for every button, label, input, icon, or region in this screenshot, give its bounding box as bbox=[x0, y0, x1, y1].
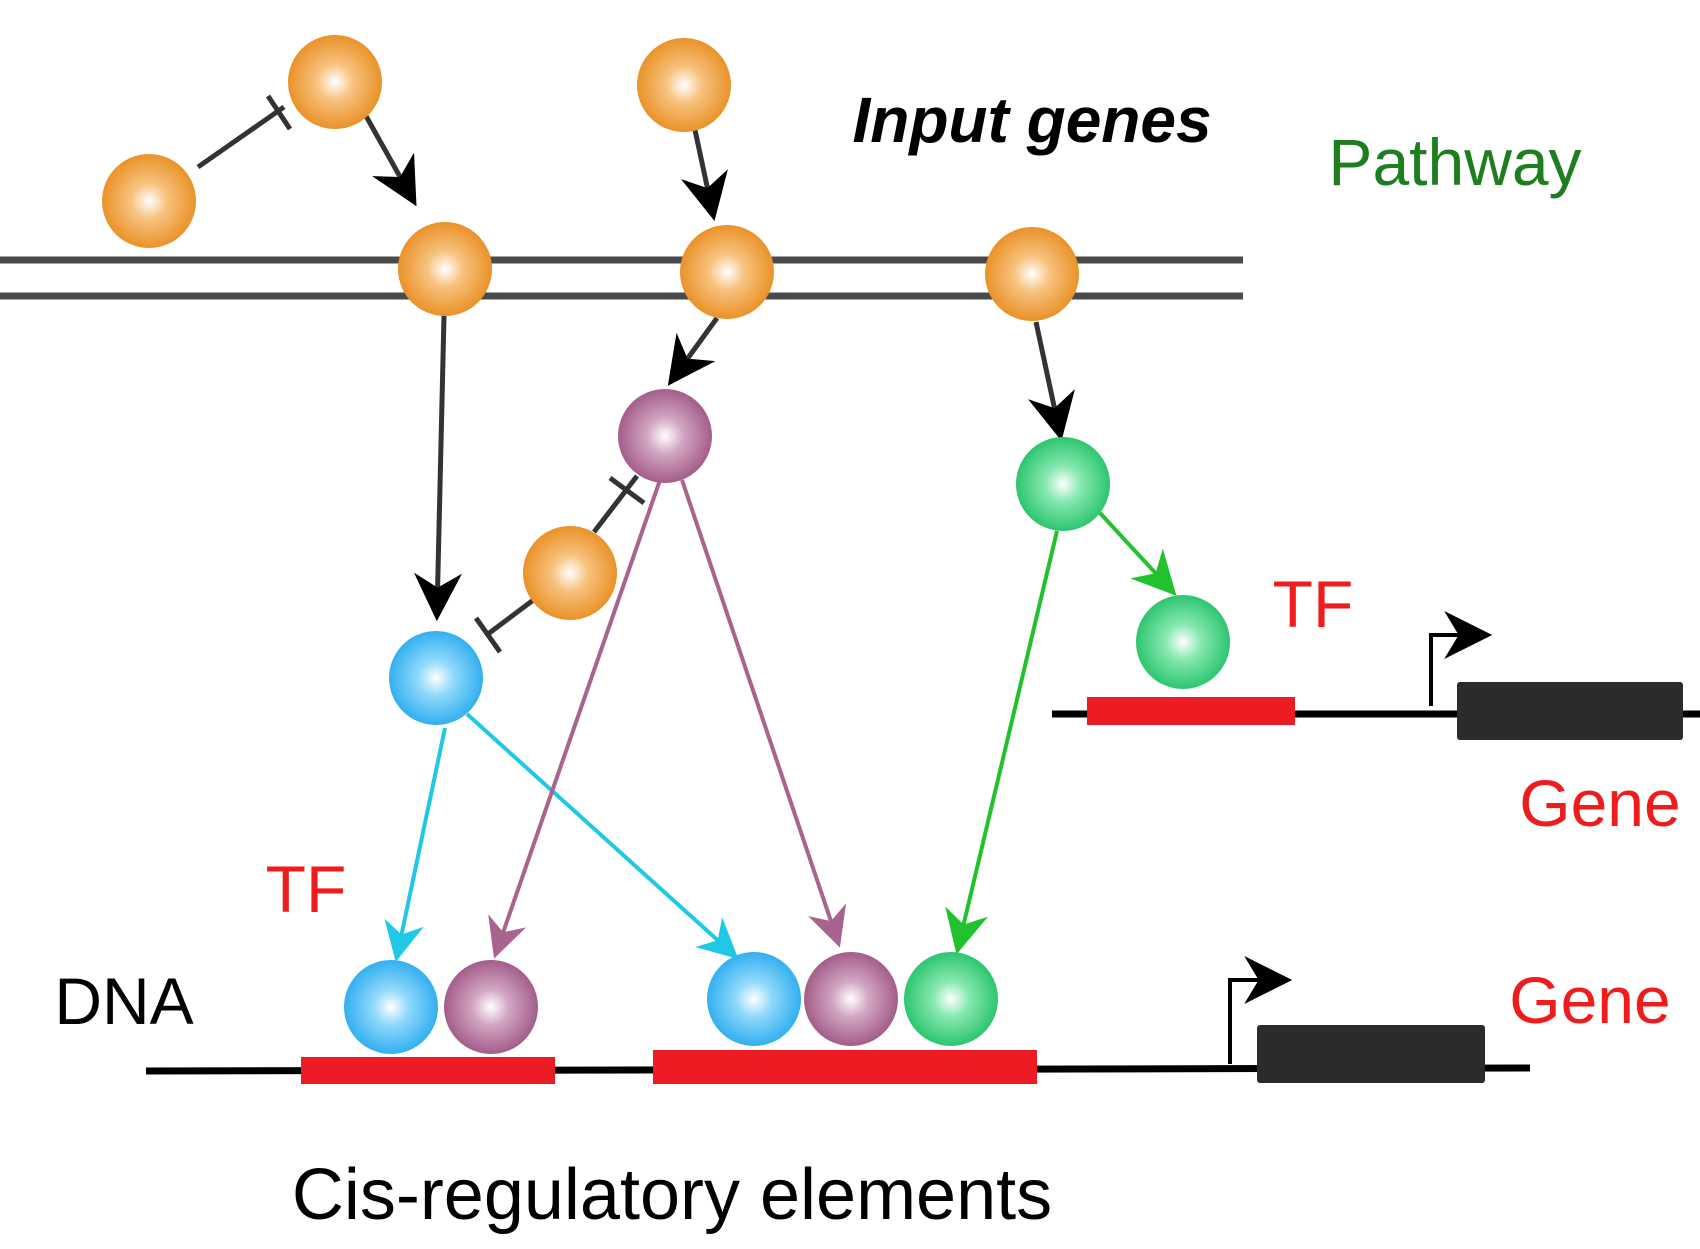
cis-element-2 bbox=[653, 1050, 1037, 1084]
input-genes-label: Input genes bbox=[852, 84, 1211, 156]
arrow-green-tf-to-bound-tf bbox=[1098, 511, 1177, 596]
input-gene-node-2 bbox=[288, 35, 382, 129]
bound-green-tf bbox=[904, 952, 998, 1046]
bound-purple-tf-2 bbox=[804, 952, 898, 1046]
arrow-blue-tf-to-dna-1 bbox=[384, 727, 447, 962]
input-gene-node-3 bbox=[637, 38, 731, 132]
tf-label-left: TF bbox=[266, 852, 347, 926]
arrow-membrane-to-blue-tf bbox=[413, 315, 462, 622]
arrow-membrane-to-purple-tf bbox=[667, 316, 720, 386]
inhibitor-node bbox=[523, 526, 617, 620]
purple-tf-node bbox=[618, 389, 712, 483]
bound-purple-tf-1 bbox=[444, 960, 538, 1054]
inhibition-edge-purple-orange bbox=[592, 474, 646, 534]
cis-element-1 bbox=[301, 1057, 555, 1084]
cis-regulatory-elements-label: Cis-regulatory elements bbox=[292, 1155, 1052, 1235]
pathway-label: Pathway bbox=[1328, 125, 1581, 199]
green-tf-node bbox=[1016, 437, 1110, 531]
bound-blue-tf-1 bbox=[344, 960, 438, 1054]
input-gene-node-1 bbox=[102, 154, 196, 248]
tf-label-right: TF bbox=[1273, 567, 1354, 641]
arrow-input-to-membrane-2 bbox=[680, 129, 728, 222]
arrow-input-to-membrane-1 bbox=[363, 114, 417, 207]
green-tf-bound-right bbox=[1136, 595, 1230, 689]
dna-label: DNA bbox=[54, 964, 193, 1038]
gene-body-right bbox=[1457, 682, 1683, 740]
inhibition-edge-orange-blue bbox=[473, 593, 542, 654]
gene-label-bottom: Gene bbox=[1509, 963, 1670, 1037]
membrane-receptor-node-3 bbox=[985, 227, 1079, 321]
membrane-receptor-node-2 bbox=[680, 225, 774, 319]
promoter-arrow-right bbox=[1429, 611, 1493, 706]
arrow-green-tf-to-dna bbox=[945, 530, 1059, 955]
gene-body-bottom bbox=[1257, 1025, 1485, 1083]
dna-strand-bottom bbox=[145, 956, 1531, 1084]
gene-label-right: Gene bbox=[1519, 766, 1680, 840]
bound-blue-tf-2 bbox=[707, 952, 801, 1046]
blue-tf-node bbox=[389, 631, 483, 725]
cis-element-right bbox=[1087, 697, 1295, 725]
arrow-membrane-to-green-tf bbox=[1027, 321, 1075, 442]
promoter-arrow-bottom bbox=[1228, 956, 1293, 1064]
arrow-purple-tf-to-dna-1 bbox=[488, 479, 662, 959]
membrane-receptor-node-1 bbox=[398, 222, 492, 316]
inhibition-edge-top bbox=[196, 94, 293, 170]
arrow-purple-tf-to-dna-2 bbox=[680, 479, 847, 948]
arrow-blue-tf-to-dna-2 bbox=[465, 712, 739, 960]
dna-strand-right bbox=[1052, 611, 1700, 740]
